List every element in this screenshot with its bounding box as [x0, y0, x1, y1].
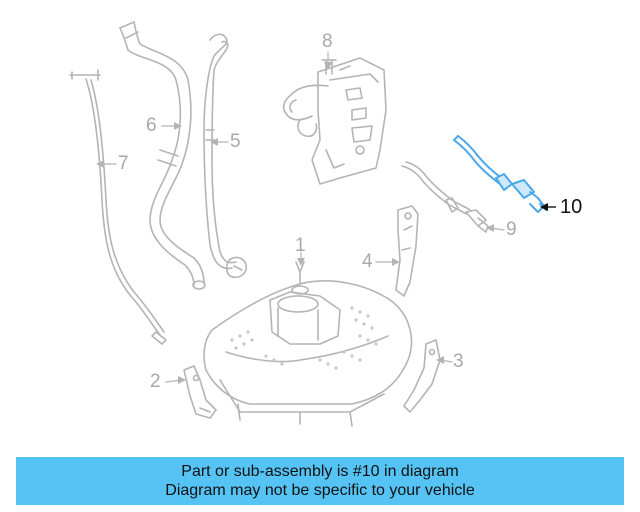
callout-1: 1	[295, 235, 306, 256]
part-10-sensor-highlighted	[453, 135, 547, 213]
part-8-bracket-valve	[282, 57, 387, 185]
part-5-hose	[203, 33, 248, 279]
part-4-bracket	[395, 205, 419, 297]
leader-arrowheads	[96, 62, 494, 384]
banner-line-part-number: Part or sub-assembly is #10 in diagram	[181, 463, 459, 480]
callout-10-leader	[540, 203, 556, 211]
part-1-tank	[203, 261, 413, 427]
part-9-sensor	[401, 161, 489, 233]
callout-5: 5	[230, 131, 241, 152]
callout-2: 2	[150, 371, 161, 392]
info-banner: Part or sub-assembly is #10 in diagram D…	[16, 457, 624, 505]
part-2-bracket	[183, 365, 217, 419]
callout-4: 4	[362, 251, 373, 272]
part-6-hose	[119, 21, 206, 290]
callout-3: 3	[453, 351, 464, 372]
banner-line-disclaimer: Diagram may not be specific to your vehi…	[165, 482, 475, 499]
callout-7: 7	[118, 153, 129, 174]
callout-8: 8	[322, 31, 333, 52]
callout-9: 9	[506, 219, 517, 240]
callout-10: 10	[560, 196, 583, 218]
callout-6: 6	[146, 115, 157, 136]
part-7-line	[69, 69, 167, 345]
part-3-bracket	[403, 339, 441, 413]
parts-diagram	[69, 21, 556, 427]
